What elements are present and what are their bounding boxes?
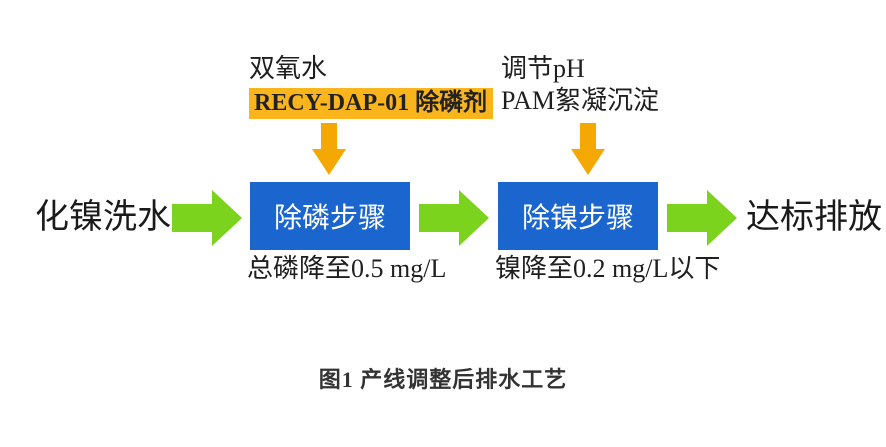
step-box-nickel-removal: 除镍步骤	[498, 182, 658, 250]
right-arrow-icon	[667, 190, 737, 246]
step2-reagent-annotation: 调节pH PAM絮凝沉淀	[501, 53, 659, 117]
figure-caption: 图1 产线调整后排水工艺	[318, 367, 568, 392]
step2-result-note: 镍降至0.2 mg/L以下	[495, 254, 721, 283]
right-arrow-icon	[172, 190, 242, 246]
flow-input-label: 化镍洗水	[35, 199, 171, 236]
flow-output-label: 达标排放	[746, 199, 882, 236]
down-arrow-icon	[571, 123, 605, 175]
right-arrow-icon	[419, 190, 489, 246]
step2-reagent-line2: PAM絮凝沉淀	[501, 86, 659, 115]
step-box-phosphorus-removal: 除磷步骤	[250, 182, 410, 250]
step1-result-note: 总磷降至0.5 mg/L	[247, 254, 447, 283]
down-arrow-icon	[312, 123, 346, 175]
step1-reagent-highlight: RECY-DAP-01 除磷剂	[249, 88, 494, 119]
step1-reagent-annotation: 双氧水 RECY-DAP-01 除磷剂	[249, 53, 494, 119]
step2-reagent-line1: 调节pH	[501, 54, 585, 83]
step1-reagent-line1: 双氧水	[249, 54, 328, 83]
